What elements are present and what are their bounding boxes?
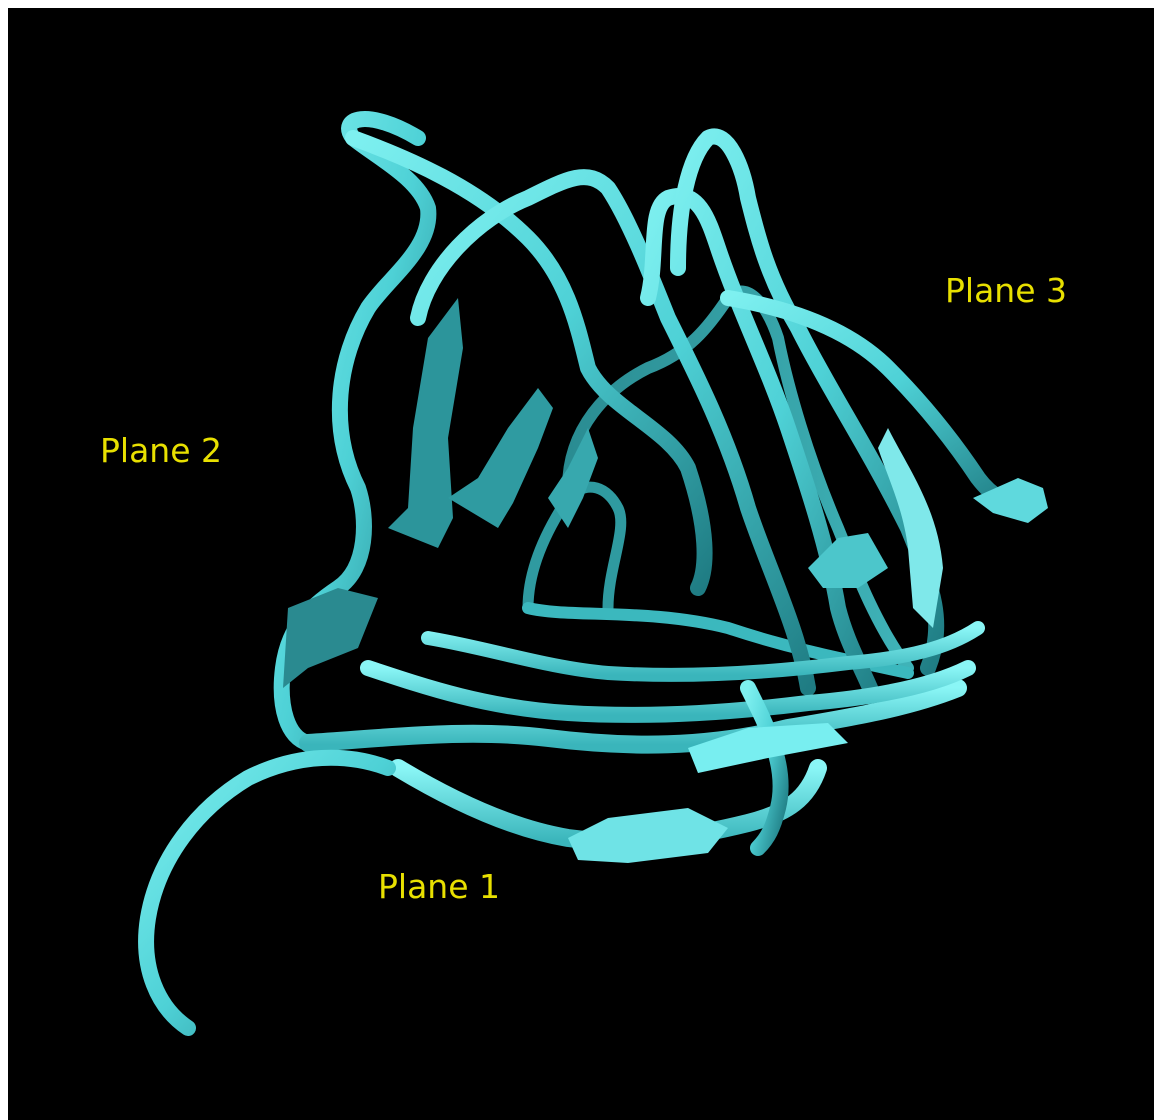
beta-sheet-arrow-center-left bbox=[448, 388, 553, 528]
beta-sheet-arrow-right bbox=[878, 428, 943, 628]
beta-sheet-bottom-arrow bbox=[568, 808, 728, 863]
beta-sheet-arrow-left bbox=[388, 298, 463, 548]
plane-3-label: Plane 3 bbox=[945, 274, 1067, 307]
plane-1-label: Plane 1 bbox=[378, 870, 500, 903]
ribbon-strand-tail bbox=[146, 758, 388, 1028]
molecule-viewport[interactable]: Plane 1 Plane 2 Plane 3 bbox=[8, 8, 1154, 1120]
plane-2-label: Plane 2 bbox=[100, 434, 222, 467]
protein-ribbon-structure bbox=[8, 8, 1154, 1120]
